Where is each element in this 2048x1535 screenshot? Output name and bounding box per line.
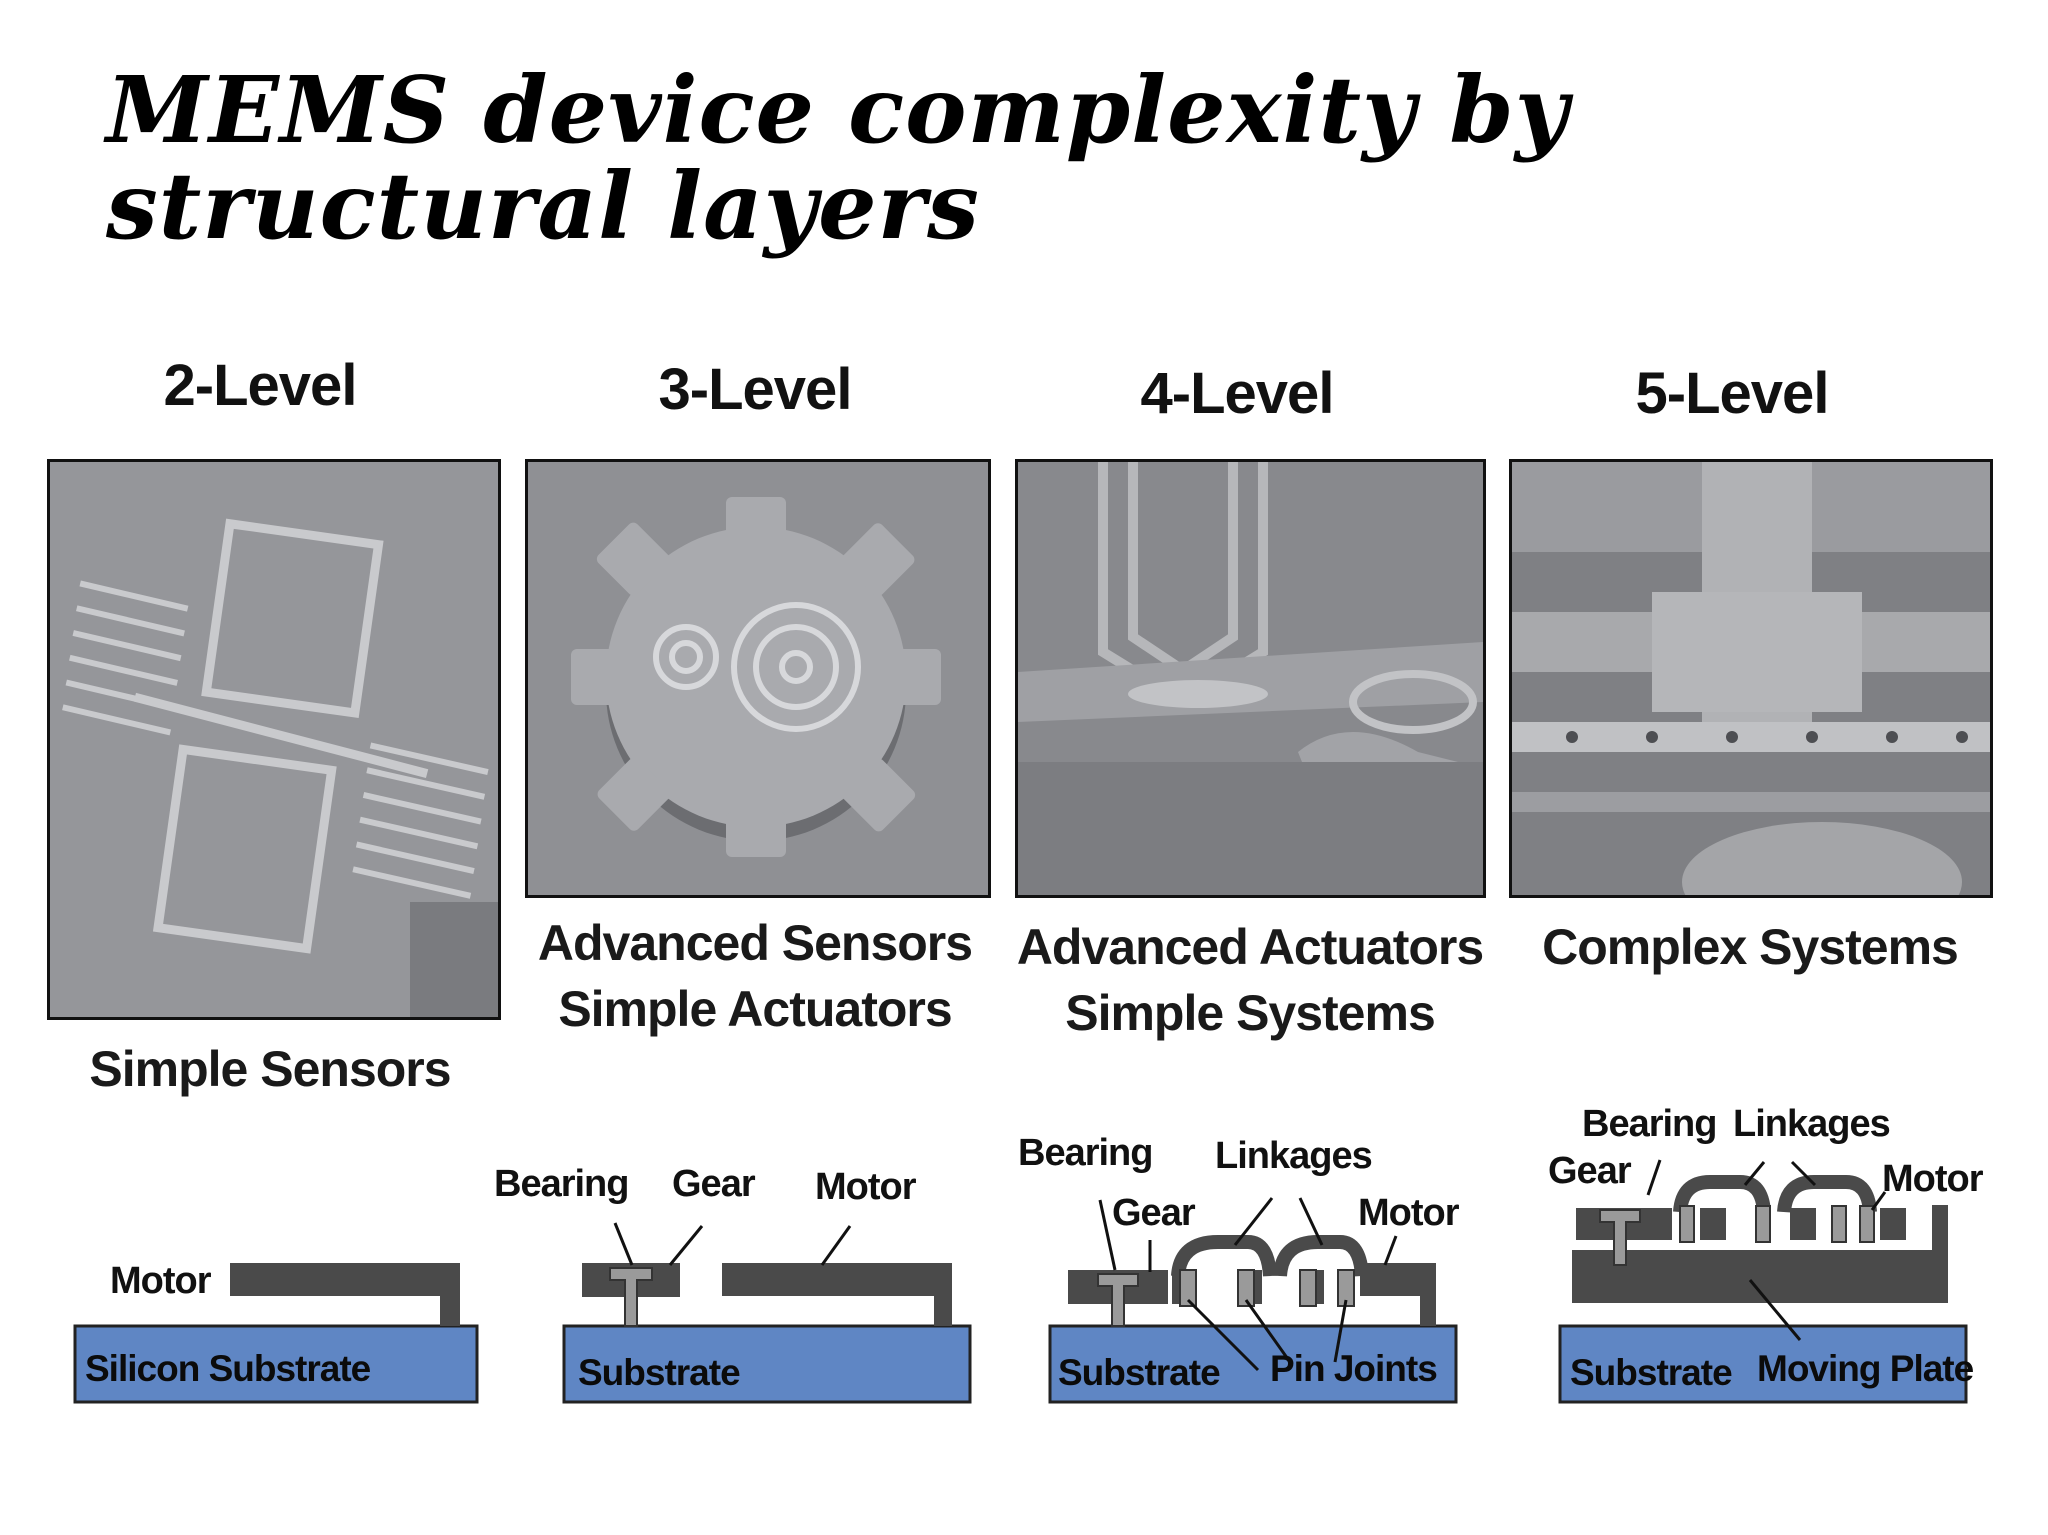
pin-joint (1755, 1205, 1771, 1243)
pin-joint (1831, 1205, 1847, 1243)
pin-joint (1299, 1269, 1317, 1307)
moving-plate (1572, 1205, 1948, 1265)
label-gear: Gear (1548, 1150, 1632, 1192)
linkage-arch-2 (1273, 1235, 1369, 1277)
sem-image-5-level (1509, 459, 1993, 898)
heading-4-level: 4-Level (1140, 361, 1335, 426)
label-gear: Gear (1112, 1192, 1196, 1234)
cross-section-5-level (1558, 1159, 1968, 1404)
pin-joint (1179, 1269, 1197, 1307)
label-motor: Motor (110, 1260, 212, 1302)
bearing-pin (609, 1267, 653, 1327)
label-substrate: Substrate (578, 1352, 741, 1393)
bearing-pin (1097, 1273, 1139, 1327)
pin-joint (1859, 1205, 1875, 1243)
linkage-arch-1 (1673, 1175, 1771, 1213)
sem-image-3-level (525, 459, 991, 898)
pin-joint (1679, 1205, 1695, 1243)
substrate-block (1558, 1324, 1968, 1404)
motor-structure (722, 1263, 952, 1326)
cross-section-4-level (1048, 1197, 1458, 1404)
caption-4-level-line1: Advanced Actuators (1016, 919, 1484, 975)
label-bearing: Bearing (1582, 1103, 1717, 1145)
substrate-block (562, 1324, 972, 1404)
label-silicon-substrate: Silicon Substrate (85, 1348, 371, 1389)
cross-section-3-level (562, 1222, 972, 1404)
caption-2-level: Simple Sensors (89, 1041, 451, 1097)
slide-title: MEMS device complexity by structural lay… (106, 56, 1570, 260)
sem-image-2-level (47, 459, 501, 1020)
caption-5-level: Complex Systems (1542, 919, 1959, 975)
bearing-pin (1599, 1209, 1641, 1266)
label-linkages: Linkages (1215, 1135, 1373, 1177)
motor-structure (230, 1263, 460, 1326)
motor-structure (1360, 1263, 1436, 1326)
cross-section-2-level (73, 1263, 479, 1404)
label-gear: Gear (672, 1163, 756, 1205)
label-substrate: Substrate (1570, 1352, 1733, 1393)
caption-3-level-line2: Simple Actuators (558, 981, 952, 1037)
linkage-arch-1 (1171, 1235, 1277, 1277)
label-substrate: Substrate (1058, 1352, 1221, 1393)
label-motor: Motor (815, 1166, 917, 1208)
substrate-block (73, 1324, 479, 1404)
heading-3-level: 3-Level (658, 357, 853, 422)
heading-2-level: 2-Level (163, 353, 358, 418)
linkage-arch-2 (1777, 1175, 1877, 1213)
label-pin-joints: Pin Joints (1270, 1348, 1438, 1389)
label-bearing: Bearing (494, 1163, 629, 1205)
caption-4-level-line2: Simple Systems (1065, 985, 1436, 1041)
heading-5-level: 5-Level (1635, 361, 1830, 426)
label-bearing: Bearing (1018, 1132, 1153, 1174)
caption-3-level-line1: Advanced Sensors (537, 915, 973, 971)
label-motor: Motor (1358, 1192, 1460, 1234)
label-linkages: Linkages (1733, 1103, 1891, 1145)
label-motor: Motor (1882, 1158, 1984, 1200)
sem-image-4-level (1015, 459, 1486, 898)
label-moving-plate: Moving Plate (1757, 1348, 1974, 1389)
pin-joint (1237, 1269, 1255, 1307)
